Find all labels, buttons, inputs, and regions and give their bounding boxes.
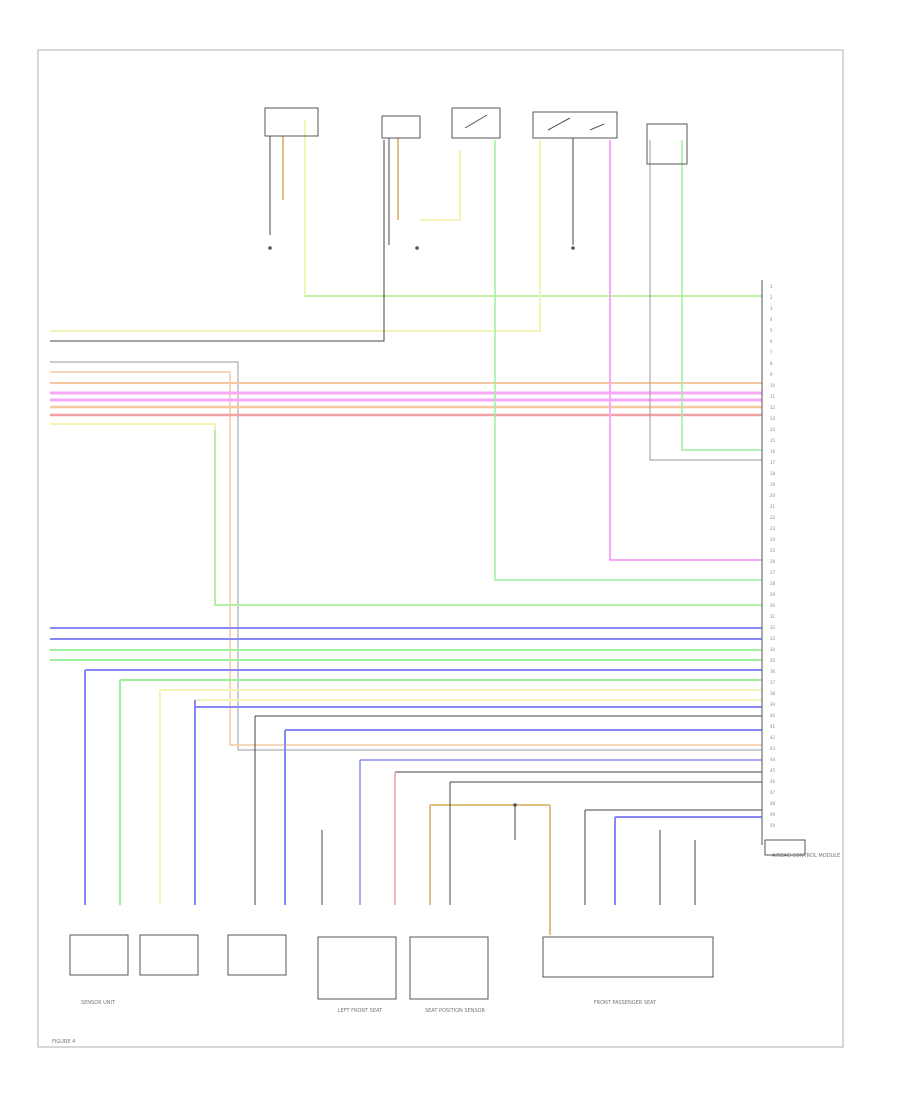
ground-dot	[415, 246, 419, 250]
connector-pin-label: 25	[770, 548, 776, 553]
connector-pin-label: 10	[770, 383, 776, 388]
connector-pin-label: 38	[770, 691, 776, 696]
component-group	[69, 107, 806, 1000]
switch-contact	[547, 117, 571, 131]
connector-pin-label: 14	[770, 427, 776, 432]
connector-pin-label: 45	[770, 768, 776, 773]
wire-green	[494, 140, 762, 581]
connector-pin-label: 24	[770, 537, 776, 542]
connector-pin-label: 32	[770, 625, 776, 630]
sensor-unit-label: SENSOR UNIT	[81, 1000, 116, 1006]
wire-yellow	[50, 423, 762, 606]
switch-contact	[589, 123, 605, 131]
connector-pin-label: 26	[770, 559, 776, 564]
connector-pin-label: 1	[770, 284, 773, 289]
connector-pin-label: 30	[770, 603, 776, 608]
connector-pin-label: 36	[770, 669, 776, 674]
front-passenger-seat-label: FRONT PASSENGER SEAT	[594, 1000, 657, 1006]
front-passenger-seat-module	[542, 936, 714, 978]
connector-pin-label: 15	[770, 438, 776, 443]
wire-green	[681, 140, 762, 451]
connector-pin-label: 43	[770, 746, 776, 751]
connector-pin-label: 22	[770, 515, 776, 520]
connector-pin-label: 8	[770, 361, 773, 366]
connector-pin-label: 44	[770, 757, 776, 762]
connector-pin-label: 13	[770, 416, 776, 421]
connector-pin-label: 11	[770, 394, 776, 399]
wire-black	[50, 140, 385, 342]
connector-pin-label: 7	[770, 350, 773, 355]
connector-pin-label: 9	[770, 372, 773, 377]
connector-pin-label: 18	[770, 471, 776, 476]
top-component-1	[264, 107, 319, 137]
splice-dot	[513, 803, 517, 807]
connector-pin-label: 31	[770, 614, 776, 619]
switch-contact	[464, 114, 488, 129]
connector-pin-label: 49	[770, 812, 776, 817]
control-module-tag	[764, 839, 806, 856]
connector-pin-label: 33	[770, 636, 776, 641]
connector-pin-group: 1234567891011121314151617181920212223242…	[770, 284, 776, 828]
connector-pin-label: 19	[770, 482, 776, 487]
airbag-control-module-label: AIRBAG CONTROL MODULE	[772, 853, 840, 859]
connector-pin-label: 23	[770, 526, 776, 531]
connector-pin-label: 40	[770, 713, 776, 718]
connector-pin-label: 21	[770, 504, 776, 509]
connector-pin-label: 12	[770, 405, 776, 410]
wire-gray	[649, 140, 762, 461]
connector-pin-label: 3	[770, 306, 773, 311]
connector-pin-label: 2	[770, 295, 773, 300]
connector-pin-label: 37	[770, 680, 776, 685]
connector-pin-label: 27	[770, 570, 776, 575]
sensor-unit-1	[69, 934, 129, 976]
seat-position-sensor-module	[409, 936, 489, 1000]
left-front-seat-module	[317, 936, 397, 1000]
connector-pin-label: 48	[770, 801, 776, 806]
wire-tan	[50, 371, 762, 746]
ground-dot	[268, 246, 272, 250]
top-component-2	[381, 115, 421, 139]
connector-pin-label: 20	[770, 493, 776, 498]
connector-pin-label: 47	[770, 790, 776, 795]
sensor-unit-3	[227, 934, 287, 976]
wire-gray	[50, 361, 762, 751]
connector-pin-label: 16	[770, 449, 776, 454]
diagram-frame	[37, 49, 844, 1048]
connector-pin-label: 6	[770, 339, 773, 344]
connector-pin-label: 50	[770, 823, 776, 828]
top-component-3	[451, 107, 501, 139]
wire-group	[50, 120, 762, 935]
connector-pin-label: 29	[770, 592, 776, 597]
top-component-4	[532, 111, 618, 139]
connector-pin-label: 42	[770, 735, 776, 740]
connector-pin-label: 4	[770, 317, 773, 322]
top-component-5	[646, 123, 688, 165]
connector-pin-label: 39	[770, 702, 776, 707]
wire-green	[214, 430, 762, 606]
footer-label: FIGURE 4	[52, 1039, 75, 1045]
wire-pink	[609, 140, 762, 561]
seat-position-sensor-label: SEAT POSITION SENSOR	[425, 1008, 486, 1014]
connector-pin-label: 28	[770, 581, 776, 586]
wire-yellow	[420, 150, 461, 221]
connector-pin-label: 17	[770, 460, 776, 465]
sensor-unit-2	[139, 934, 199, 976]
wire-yellow	[50, 140, 541, 332]
connector-pin-label: 34	[770, 647, 776, 652]
left-front-seat-label: LEFT FRONT SEAT	[338, 1008, 383, 1014]
connector-pin-label: 35	[770, 658, 776, 663]
connector-pin-label: 46	[770, 779, 776, 784]
wire-yellow	[304, 120, 762, 297]
connector-pin-label: 41	[770, 724, 776, 729]
connector-pin-label: 5	[770, 328, 773, 333]
ground-dot	[571, 246, 575, 250]
